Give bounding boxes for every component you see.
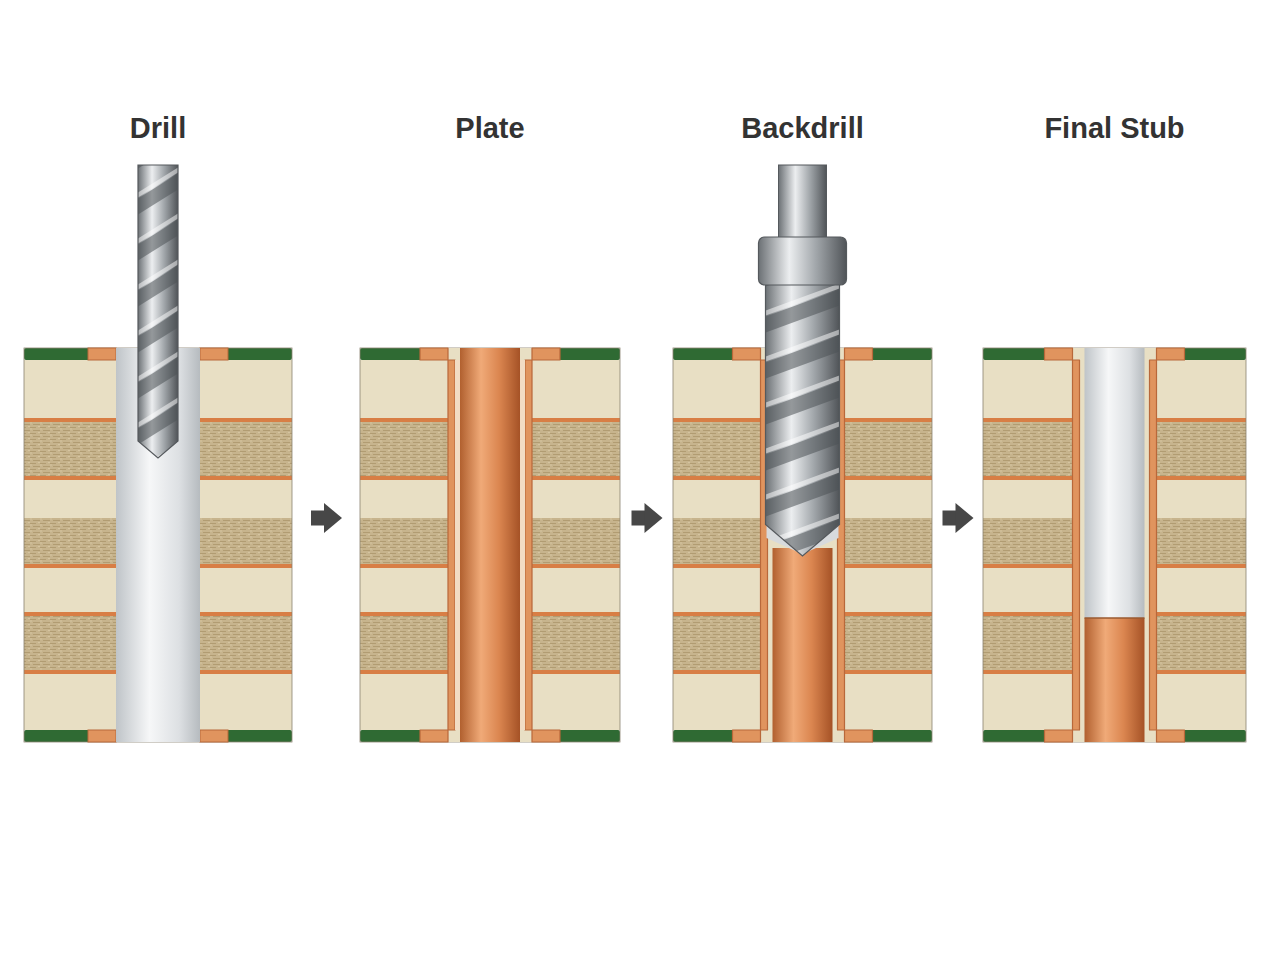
pcb-cross-section xyxy=(983,348,1246,742)
arrow-head xyxy=(324,503,342,533)
step-arrow xyxy=(296,503,356,533)
step-arrow xyxy=(936,503,979,533)
process-step: Backdrill xyxy=(669,108,936,742)
pcb-cross-section xyxy=(360,348,620,742)
process-step: Drill xyxy=(20,108,296,742)
step-arrow xyxy=(624,503,669,533)
pcb-cross-section xyxy=(24,119,292,742)
step-heading: Plate xyxy=(356,108,624,148)
arrow-head xyxy=(645,503,663,533)
arrow-head xyxy=(956,503,974,533)
step-heading: Final Stub xyxy=(979,108,1250,148)
pcb-cross-section xyxy=(673,165,932,742)
step-heading: Backdrill xyxy=(669,108,936,148)
process-step: Final Stub xyxy=(979,108,1250,742)
step-heading: Drill xyxy=(20,108,296,148)
process-step: Plate xyxy=(356,108,624,742)
